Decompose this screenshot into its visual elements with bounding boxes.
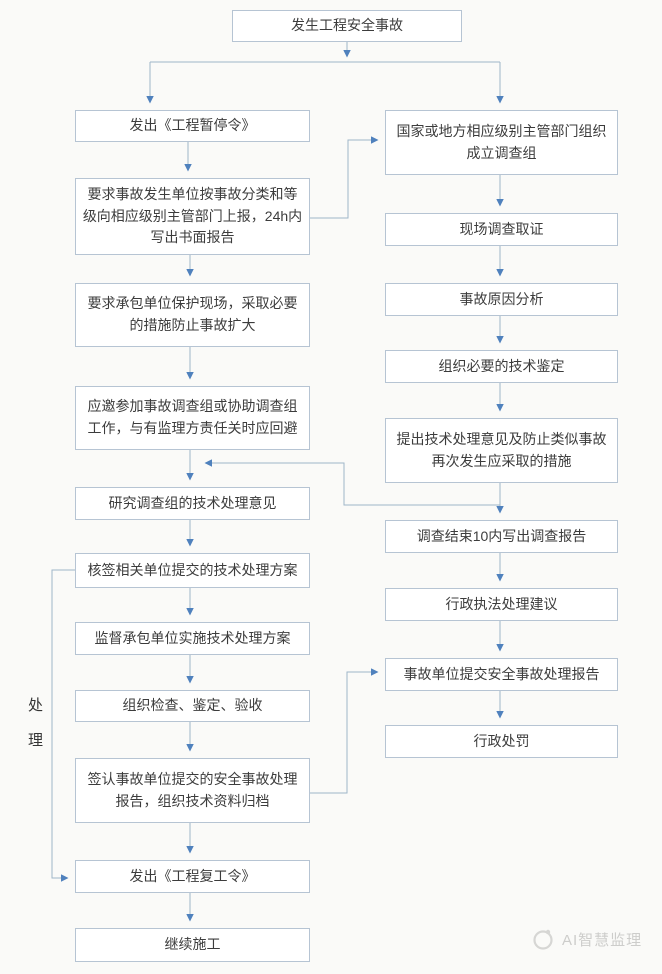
node-technical-appraisal: 组织必要的技术鉴定 — [385, 350, 618, 383]
node-join-investigation-team: 应邀参加事故调查组或协助调查组工作，与有监理方责任关时应回避 — [75, 386, 310, 450]
handling-phase-label: 处理 — [27, 697, 43, 749]
node-cause-analysis: 事故原因分析 — [385, 283, 618, 316]
node-issue-suspension-order: 发出《工程暂停令》 — [75, 110, 310, 142]
connector-r5-to-l5 — [204, 459, 500, 506]
watermark-logo-icon — [533, 929, 553, 950]
node-investigation-report-10-days: 调查结束10内写出调查报告 — [385, 520, 618, 553]
watermark: AI智慧监理 — [531, 927, 642, 951]
node-report-within-24h: 要求事故发生单位按事故分类和等级向相应级别主管部门上报，24h内写出书面报告 — [75, 178, 310, 255]
connector-l2-r1 — [310, 136, 379, 219]
node-sign-accident-report-archive: 签认事故单位提交的安全事故处理报告，组织技术资料归档 — [75, 758, 310, 823]
node-enforcement-suggestions: 行政执法处理建议 — [385, 588, 618, 621]
node-continue-construction: 继续施工 — [75, 928, 310, 962]
node-administrative-penalty: 行政处罚 — [385, 725, 618, 758]
watermark-text: AI智慧监理 — [562, 931, 643, 949]
connector-l6-loop-l10 — [51, 569, 75, 882]
connector-l9-to-r8 — [310, 668, 379, 794]
node-issue-resume-order: 发出《工程复工令》 — [75, 860, 310, 893]
node-site-investigation: 现场调查取证 — [385, 213, 618, 246]
node-countersign-technical-plan: 核签相关单位提交的技术处理方案 — [75, 553, 310, 588]
node-supervise-plan-implementation: 监督承包单位实施技术处理方案 — [75, 622, 310, 655]
node-authority-forms-investigation-team: 国家或地方相应级别主管部门组织成立调查组 — [385, 110, 618, 175]
node-accident-occurs: 发生工程安全事故 — [232, 10, 462, 42]
node-propose-measures: 提出技术处理意见及防止类似事故再次发生应采取的措施 — [385, 418, 618, 483]
node-study-technical-opinions: 研究调查组的技术处理意见 — [75, 487, 310, 520]
node-unit-submits-report: 事故单位提交安全事故处理报告 — [385, 658, 618, 691]
node-organize-inspection-acceptance: 组织检查、鉴定、验收 — [75, 690, 310, 722]
node-protect-site: 要求承包单位保护现场，采取必要的措施防止事故扩大 — [75, 283, 310, 347]
